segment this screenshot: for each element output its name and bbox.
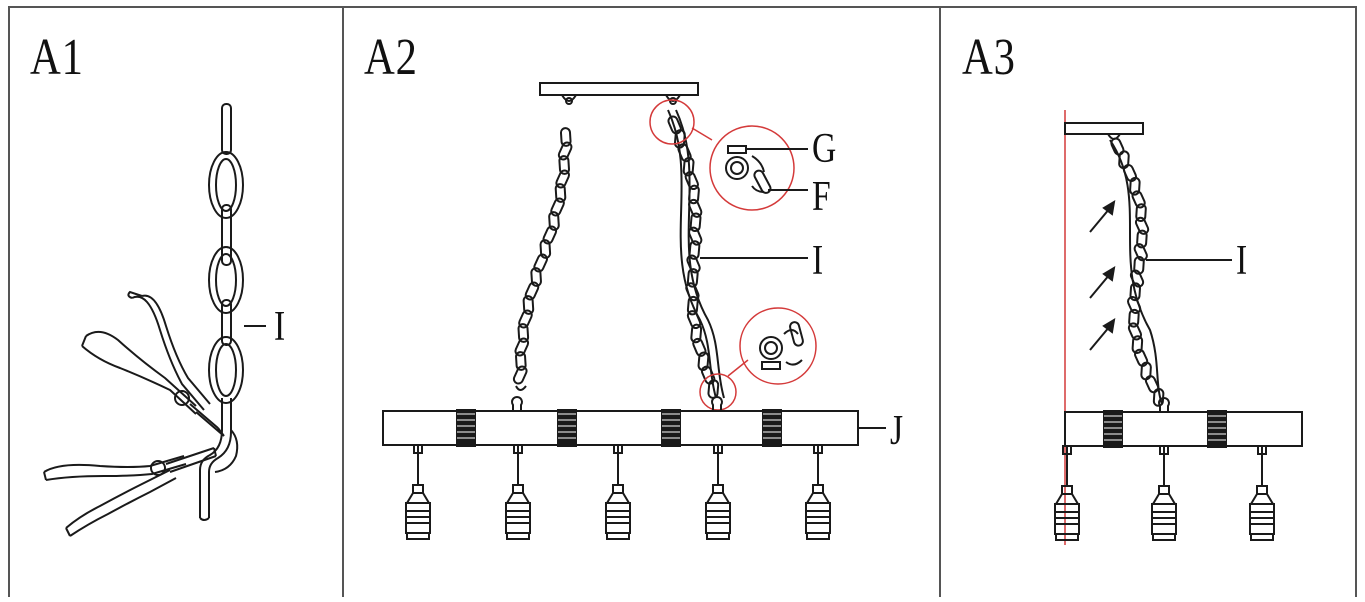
a2-ceiling-canopy [539,82,699,105]
panel-title-a3: A3 [962,29,1016,86]
label-chain-a3: I [1236,238,1248,284]
a1-chain-icon [199,103,244,521]
label-hook-g: G [812,126,837,172]
carabiner-icon-lower [785,321,804,366]
panel-frames [8,6,1357,602]
label-carabiner-f: F [812,174,831,220]
a2-chain-right-icon [667,109,725,399]
a2-leader-lines [700,148,886,429]
a3-ceiling-canopy [1064,122,1144,140]
a2-lamp-sockets [405,444,831,540]
arrow-icon [1089,200,1116,351]
carabiner-icon [751,169,772,194]
a2-chain-left-icon [512,127,573,391]
a3-beam [1064,397,1303,448]
a3-chain-icon [1109,137,1165,407]
label-chain-a1: I [274,304,286,350]
hook-icon [725,145,765,180]
hook-icon-lower [759,329,799,370]
pliers-icon [43,290,225,537]
label-chain-a2: I [812,238,824,284]
a3-lamp-sockets [1054,445,1275,541]
a2-beam [382,396,859,447]
panel-title-a2: A2 [364,29,418,86]
panel-title-a1: A1 [30,29,84,86]
label-beam-j: J [890,408,904,454]
